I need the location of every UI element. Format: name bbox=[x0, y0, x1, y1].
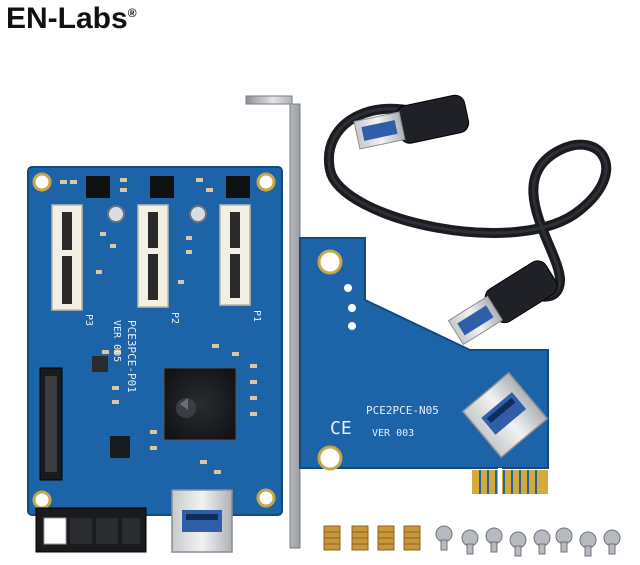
screw bbox=[435, 525, 453, 551]
pci-bracket bbox=[245, 95, 301, 549]
pcie-slot-p3 bbox=[51, 204, 83, 311]
pcie-adapter-card: PCE2PCE-N05 VER 003 CE bbox=[299, 237, 549, 494]
slot-label-p3: P3 bbox=[83, 314, 94, 326]
usb-port-board bbox=[171, 489, 233, 553]
pcie-slot-p1 bbox=[219, 204, 251, 306]
standoff bbox=[351, 525, 369, 551]
ce-mark: CE bbox=[330, 418, 352, 439]
riser-board: PCE3PCE-P01 VER 005 P3 P2 P1 bbox=[27, 166, 283, 553]
usb-plug-top bbox=[353, 94, 470, 150]
voltage-regulators bbox=[86, 176, 250, 198]
gold-fingers bbox=[472, 468, 548, 494]
slot-label-p1: P1 bbox=[251, 310, 262, 322]
usb-port-adapter bbox=[461, 371, 549, 459]
screw bbox=[579, 531, 597, 557]
brand-logo-text: EN-Labs bbox=[6, 2, 128, 35]
adapter-version-label: VER 003 bbox=[372, 428, 414, 439]
registered-mark: ® bbox=[127, 6, 137, 20]
adapter-model-label: PCE2PCE-N05 bbox=[366, 404, 439, 417]
slot-label-p2: P2 bbox=[169, 312, 180, 324]
regulator-ic bbox=[110, 436, 130, 458]
small-ic bbox=[92, 356, 108, 372]
screw bbox=[509, 531, 527, 557]
mounting-holes bbox=[32, 172, 276, 510]
screws bbox=[435, 525, 621, 557]
molex-connector bbox=[35, 507, 147, 553]
smd-components bbox=[60, 178, 257, 474]
screw bbox=[533, 529, 551, 555]
brand-logo: EN-Labs® bbox=[6, 2, 137, 36]
standoff bbox=[377, 525, 395, 551]
brass-standoffs bbox=[323, 525, 421, 551]
screw bbox=[485, 527, 503, 553]
standoff bbox=[323, 525, 341, 551]
power-connector bbox=[39, 367, 63, 481]
screw bbox=[603, 529, 621, 555]
controller-chip bbox=[163, 367, 237, 441]
capacitors bbox=[107, 205, 207, 223]
pcie-slot-p2 bbox=[137, 204, 169, 308]
screw bbox=[555, 527, 573, 553]
usb-plug-bottom bbox=[447, 260, 558, 346]
board-version-label: VER 005 bbox=[111, 320, 122, 362]
screw bbox=[461, 529, 479, 555]
usb-cable bbox=[323, 94, 612, 346]
board-model-label: PCE3PCE-P01 bbox=[125, 320, 138, 393]
standoff bbox=[403, 525, 421, 551]
